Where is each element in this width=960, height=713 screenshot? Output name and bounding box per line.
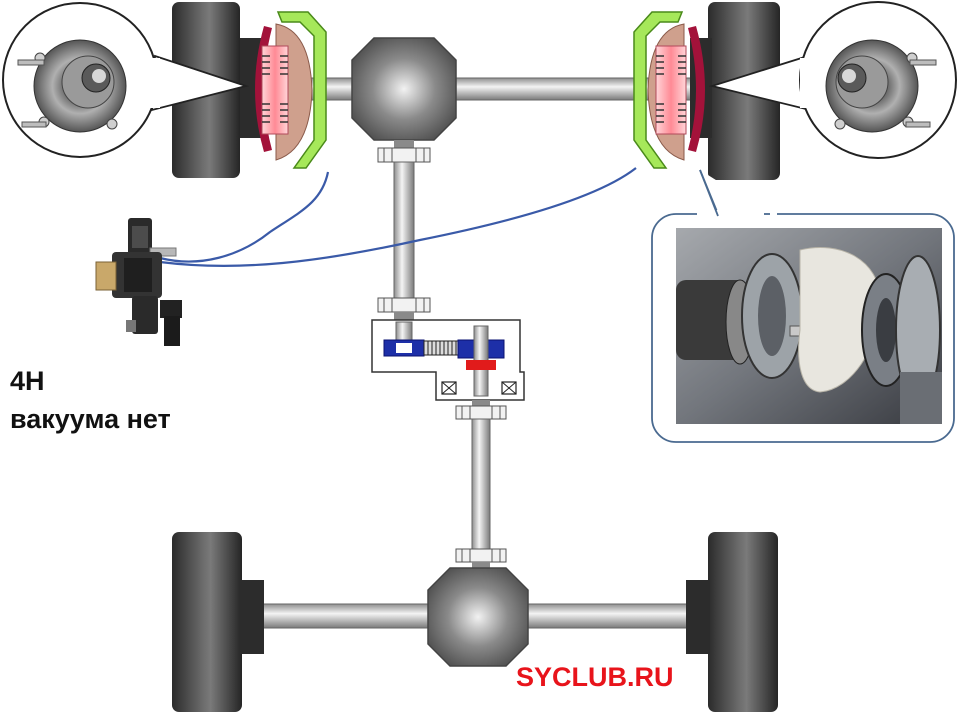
watermark: SYCLUB.RU (516, 662, 674, 692)
wheel-hub-bearing-icon (17, 39, 127, 133)
vacuum-lines (159, 167, 637, 267)
vacuum-solenoid-valve-icon (95, 218, 182, 346)
vacuum-line-left (159, 171, 330, 263)
rear-propshaft-flange-top (455, 405, 507, 420)
front-right-locking-ring (688, 26, 705, 152)
vacuum-status-text: вакуума нет (10, 404, 171, 434)
front-propeller-shaft (377, 140, 431, 322)
hub-photo-callout (651, 169, 955, 443)
front-left-hub-actuator (255, 11, 327, 169)
rear-left-rim (240, 580, 264, 654)
front-left-actuator-bracket (276, 11, 327, 169)
transfer-shift-collar (466, 360, 496, 370)
front-left-splines (262, 55, 288, 123)
transfer-chain (423, 340, 465, 356)
rear-propeller-shaft (455, 400, 507, 568)
front-axle (172, 2, 780, 180)
transfer-bearing-right (501, 381, 517, 395)
front-propshaft-flange-top (377, 147, 431, 163)
front-right-hub-body (655, 45, 687, 135)
wheel-hub-bearing-icon (825, 39, 937, 133)
rear-propshaft-flange-bottom (455, 548, 507, 563)
front-right-hub-actuator (633, 11, 705, 169)
front-left-hub-body (261, 45, 289, 135)
front-propshaft-flange-bottom (377, 297, 431, 313)
transfer-bearing-left (441, 381, 457, 395)
front-left-hub-callout (2, 2, 250, 158)
drive-mode-text: 4H (10, 366, 45, 396)
front-differential (351, 37, 457, 141)
transfer-case (371, 319, 525, 401)
rear-axle (172, 532, 778, 712)
rear-left-wheel (172, 532, 242, 712)
drive-mode-label: 4H вакуума нет (10, 362, 171, 438)
disconnected-hub-photo-icon (676, 228, 942, 424)
vacuum-line-right (159, 167, 637, 267)
front-right-actuator-bracket (633, 11, 684, 169)
front-right-splines (656, 55, 686, 123)
front-right-hub-callout (708, 1, 957, 159)
rear-differential (427, 567, 529, 667)
rear-right-rim (686, 580, 710, 654)
rear-right-wheel (708, 532, 778, 712)
